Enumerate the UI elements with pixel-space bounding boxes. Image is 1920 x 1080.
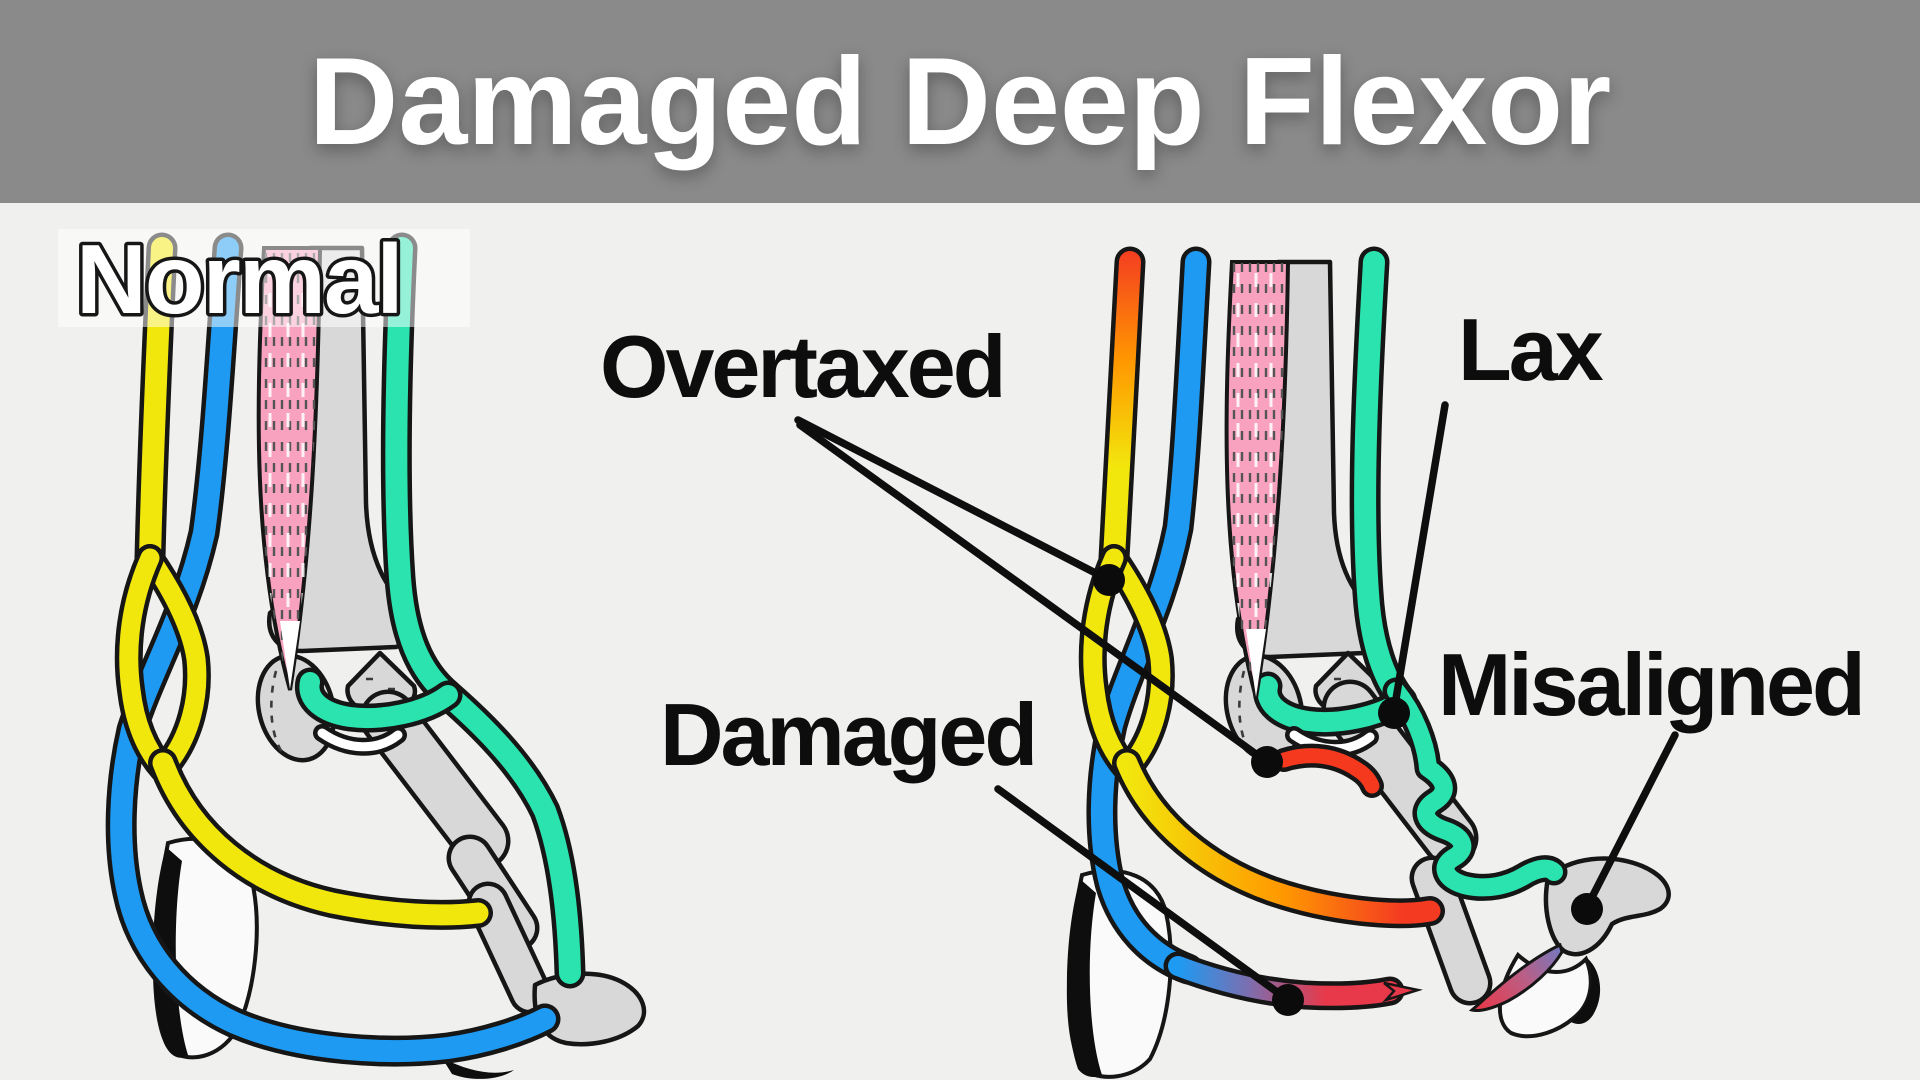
damaged-leg-diagram	[1066, 246, 1671, 1079]
damaged-deep-flexor-tendon	[1090, 251, 1207, 980]
normal-coffin-bone	[532, 971, 647, 1047]
misaligned-label: Misaligned	[1438, 635, 1863, 734]
page-title: Damaged Deep Flexor	[308, 32, 1612, 171]
normal-leg-diagram	[105, 232, 647, 1079]
normal-deep-flexor-tendon	[110, 237, 556, 1063]
normal-deep-flexor-muscle	[256, 246, 323, 691]
damaged-pastern-bone	[1414, 860, 1488, 1001]
lax-check-ligament-wavy	[1387, 682, 1563, 897]
overtaxed-target-dot-1	[1093, 564, 1125, 596]
lax-check-ligament	[1354, 251, 1413, 712]
normal-muscle-tendon-tip	[280, 621, 300, 689]
lax-leader-line	[1390, 401, 1449, 715]
damaged-flexor-stump-hock	[1276, 748, 1380, 794]
damaged-target-dot	[1272, 984, 1304, 1016]
normal-label: Normal	[76, 224, 402, 334]
damaged-deep-flexor-torn-end	[1168, 956, 1400, 1006]
normal-toe-shadow	[442, 1058, 514, 1079]
overtaxed-target-dot-2	[1251, 746, 1283, 778]
normal-label-backdrop	[58, 229, 470, 327]
overtaxed-label: Overtaxed	[600, 317, 1003, 416]
lax-label: Lax	[1458, 300, 1604, 399]
misaligned-leader-line	[1583, 731, 1679, 911]
damaged-label: Damaged	[660, 685, 1035, 784]
lax-target-dot	[1378, 697, 1410, 729]
overtaxed-leader-line-2	[796, 421, 1271, 766]
damaged-heel-shadow	[1066, 879, 1102, 1077]
normal-suspensory-arc	[317, 728, 403, 752]
title-bar: Damaged Deep Flexor	[0, 0, 1920, 203]
damaged-torn-end-fray	[1382, 981, 1423, 1003]
damaged-deep-flexor-muscle	[1224, 260, 1291, 699]
damaged-muscle-tendon-tip	[1246, 629, 1266, 697]
overtaxed-superficial-flexor-tendon	[1078, 246, 1445, 929]
annotation-layer: Normal Overtaxed Damaged Lax Misaligned	[58, 221, 1866, 1016]
overtaxed-leader-line-1	[794, 416, 1113, 584]
normal-pastern-bone-2	[471, 886, 547, 1010]
normal-check-ligament-hook	[299, 672, 458, 729]
damaged-leader-line	[994, 785, 1292, 1004]
damaged-hoof-shadow	[1571, 958, 1601, 1024]
misaligned-target-dot	[1571, 893, 1603, 925]
damaged-flexor-stump-hoof	[1468, 942, 1564, 1012]
diagram-stage: Normal Overtaxed Damaged Lax Misaligned	[0, 203, 1920, 1080]
diagram-canvas: Normal Overtaxed Damaged Lax Misaligned	[58, 221, 1866, 1079]
